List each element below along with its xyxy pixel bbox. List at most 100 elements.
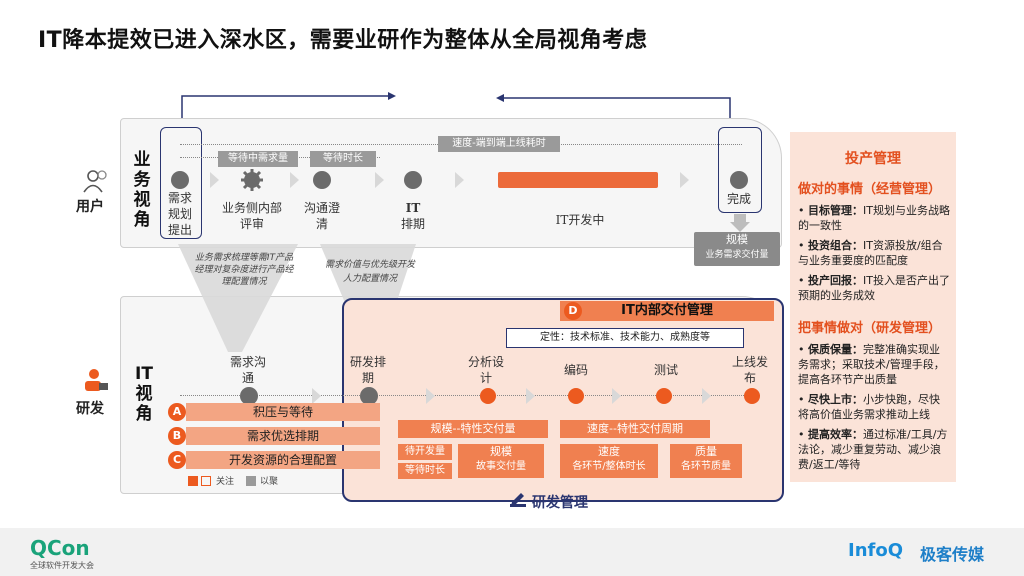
- rp-item-2-1: • 保质保量：完整准确实现业务需求；采取技术/管理手段，提高各环节产出质量: [798, 343, 945, 386]
- metric-quality-sub: 各环节质量: [681, 461, 731, 472]
- funnel-note-right: 需求价值与优先级开发人力配置情况: [324, 260, 415, 284]
- badge-a: A: [168, 403, 186, 421]
- dev-label: 研发: [76, 401, 104, 417]
- label-requirement: 需求规划提出: [167, 191, 192, 237]
- rp-item-2-2-text: 小步快跑，尽快将高价值业务需求推动上线: [798, 393, 940, 421]
- chevron-right-icon: [375, 172, 384, 188]
- badge-b: B: [168, 427, 186, 445]
- legend-focus-swatch: [188, 476, 198, 486]
- qcon-logo: QCon: [30, 536, 90, 560]
- chevron-right-icon: [312, 388, 321, 404]
- label-done: 完成: [726, 192, 751, 206]
- legend-unfocus-swatch: [246, 476, 256, 486]
- done-highlight-box: [718, 127, 762, 213]
- scale-title: 规模: [726, 233, 748, 246]
- review-gear-icon: [241, 169, 263, 191]
- rp-item-1-1-key: 目标管理：: [808, 204, 863, 217]
- it-delivery-title: IT内部交付管理: [560, 301, 774, 321]
- rp-item-2-1-key: 保质保量：: [808, 343, 863, 356]
- user-group-icon: [83, 170, 107, 193]
- chevron-right-icon: [612, 388, 621, 404]
- speed-feature-bar: 速度--特性交付周期: [560, 420, 710, 438]
- footer: QCon 全球软件开发大会 InfoQ 极客传媒: [0, 528, 1024, 576]
- flow-arrows: [181, 92, 731, 124]
- page-title: IT降本提效已进入深水区，需要业研作为整体从全局视角考虑: [38, 28, 648, 53]
- rp-item-1-3-key: 投产回报：: [808, 274, 863, 287]
- metric-quality: 质量 各环节质量: [670, 444, 742, 478]
- dev-node-label-0: 需求沟通: [229, 355, 266, 385]
- it-view-title: IT视角: [135, 364, 153, 424]
- rp-item-1-1: • 目标管理：IT规划与业务战略的一致性: [798, 204, 950, 232]
- developer-icon: [85, 369, 108, 391]
- arrow-down-icon: [730, 214, 750, 232]
- infoq-cn-logo: 极客传媒: [920, 545, 985, 564]
- right-panel: 投产管理 做对的事情（经营管理） • 目标管理：IT规划与业务战略的一致性 • …: [790, 132, 956, 482]
- user-label: 用户: [76, 199, 104, 215]
- dev-node-label-3: 编码: [563, 363, 588, 377]
- rp-heading-2: 把事情做对（研发管理）: [798, 321, 942, 336]
- rp-item-1-3: • 投产回报：IT投入是否产出了预期的业务成效: [798, 274, 950, 302]
- chevron-right-icon: [702, 388, 711, 404]
- dev-node-5: [744, 388, 760, 404]
- rp-item-2-3-key: 提高效率：: [808, 428, 863, 441]
- metric-scale: 规模 故事交付量: [458, 444, 544, 478]
- dev-node-0: [240, 387, 258, 405]
- wait-requirements-pill: 等待中需求量: [218, 151, 298, 167]
- metric-speed-title: 速度: [598, 445, 620, 458]
- dev-node-label-5: 上线发布: [731, 355, 768, 385]
- rp-item-1-3-text: IT投入是否产出了预期的业务成效: [798, 274, 950, 302]
- rp-item-2-2-key: 尽快上市：: [808, 393, 863, 406]
- chevron-right-icon: [290, 172, 299, 188]
- label-it: IT: [405, 201, 421, 215]
- rp-item-2-3: • 提高效率：通过标准/工具/方法论，减少重复劳动、减少浪费/返工/等待: [798, 428, 948, 471]
- abc-bar-c: 开发资源的合理配置: [186, 451, 380, 469]
- rp-heading-1: 投产管理: [845, 151, 901, 167]
- rp-item-2-3-text: 通过标准/工具/方法论，减少重复劳动、减少浪费/返工/等待: [798, 428, 948, 471]
- dev-wait-time-pill: 等待时长: [398, 463, 452, 479]
- node-requirement: [171, 171, 189, 189]
- quality-definition: 定性：技术标准、技术能力、成熟度等: [506, 328, 744, 348]
- funnel-note-left: 业务需求梳理等需IT产品经理对复杂度进行产品经理配置情况: [194, 253, 294, 287]
- metric-scale-title: 规模: [490, 445, 512, 458]
- speed-pill: 速度-端到端上线耗时: [438, 136, 560, 152]
- metric-speed-sub: 各环节/整体时长: [572, 461, 646, 472]
- dev-node-4: [656, 388, 672, 404]
- label-clarify: 沟通澄清: [304, 201, 341, 231]
- dev-node-2: [480, 388, 496, 404]
- label-review: 业务侧内部评审: [222, 201, 283, 231]
- metric-speed: 速度 各环节/整体时长: [560, 444, 658, 478]
- dev-node-label-4: 测试: [653, 363, 678, 377]
- scale-box: 规模 业务需求交付量: [694, 232, 780, 266]
- requirement-highlight-box: [160, 127, 202, 239]
- label-dev-in-progress: IT开发中: [555, 213, 605, 227]
- rp-item-2-2: • 尽快上市：小步快跑，尽快将高价值业务需求推动上线: [798, 393, 940, 421]
- wait-dev-pill: 待开发量: [398, 444, 452, 460]
- legend-unfocus-label: 以聚: [260, 477, 279, 487]
- rp-subheading-1: 做对的事情（经营管理）: [798, 182, 942, 197]
- label-schedule: 排期: [400, 217, 425, 231]
- node-clarify: [313, 171, 331, 189]
- scale-sub: 业务需求交付量: [705, 250, 769, 260]
- infoq-logo: InfoQ: [848, 540, 904, 561]
- node-it-schedule: [404, 171, 422, 189]
- it-dev-bar: [498, 172, 658, 188]
- edit-icon: [510, 493, 526, 507]
- dev-node-3: [568, 388, 584, 404]
- rp-item-1-2-key: 投资组合：: [808, 239, 863, 252]
- chevron-right-icon: [210, 172, 219, 188]
- rd-management-label: 研发管理: [532, 495, 588, 511]
- dev-timeline: [180, 395, 760, 396]
- abc-label-c: 开发资源的合理配置: [228, 453, 337, 467]
- abc-label-b: 需求优选排期: [246, 429, 319, 443]
- chevron-right-icon: [680, 172, 689, 188]
- metric-quality-title: 质量: [695, 445, 717, 458]
- rp-list-2: • 保质保量：完整准确实现业务需求；采取技术/管理手段，提高各环节产出质量 • …: [790, 342, 956, 472]
- abc-bar-a: 积压与等待: [186, 403, 380, 421]
- legend-focus-label: 关注: [216, 477, 235, 487]
- dev-node-1: [360, 387, 378, 405]
- rp-item-2-1-text: 完整准确实现业务需求；采取技术/管理手段，提高各环节产出质量: [798, 343, 945, 386]
- node-done: [730, 171, 748, 189]
- abc-label-a: 积压与等待: [252, 405, 313, 419]
- business-view-title: 业务视角: [133, 150, 151, 230]
- metric-scale-sub: 故事交付量: [476, 461, 526, 472]
